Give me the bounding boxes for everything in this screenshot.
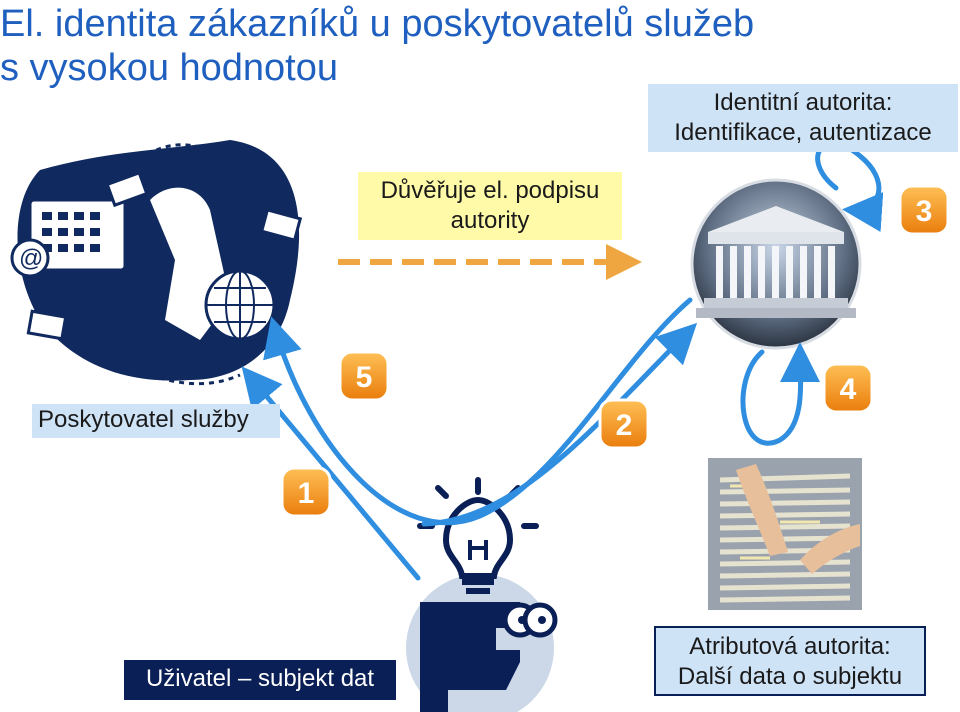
user-label: Uživatel – subjekt dat [124, 660, 396, 700]
flow-arrow-4-loop [740, 342, 821, 446]
file-drawer-icon [708, 458, 862, 610]
identity-authority-label: Identitní autorita: Identifikace, autent… [648, 84, 958, 152]
flow-arrow-5 [263, 297, 693, 526]
identity-authority-line1: Identitní autorita: [713, 89, 893, 116]
attribute-authority-line1: Atributová autorita: [689, 633, 891, 660]
trust-line2: autority [450, 207, 530, 234]
svg-text:3: 3 [916, 195, 933, 228]
merchant-clipart-icon: @ [10, 140, 303, 386]
step-badge-2: 2 [598, 398, 650, 450]
page-title-line1: El. identita zákazníků u poskytovatelů s… [0, 3, 755, 45]
svg-text:@: @ [19, 245, 43, 272]
flow-arrow-3-loop [815, 141, 884, 232]
thinking-person-icon [406, 477, 558, 712]
svg-text:2: 2 [616, 409, 633, 442]
svg-text:5: 5 [356, 361, 373, 394]
trust-label: Důvěřuje el. podpisu autority [358, 172, 622, 240]
svg-text:4: 4 [840, 373, 857, 406]
step-badge-5: 5 [338, 350, 390, 402]
identity-authority-line2: Identifikace, autentizace [674, 119, 932, 146]
step-badge-1: 1 [280, 466, 332, 518]
attribute-authority-label: Atributová autorita: Další data o subjek… [654, 626, 926, 696]
step-badge-3: 3 [898, 184, 950, 236]
service-provider-label: Poskytovatel služby [32, 404, 280, 438]
flow-arrow-2 [421, 322, 698, 527]
svg-text:1: 1 [298, 477, 315, 510]
step-badge-4: 4 [822, 362, 874, 414]
page-title: El. identita zákazníků u poskytovatelů s… [0, 2, 900, 90]
page-title-line2: s vysokou hodnotou [0, 47, 339, 89]
attribute-authority-line2: Další data o subjektu [677, 663, 903, 690]
trust-line1: Důvěřuje el. podpisu [380, 177, 600, 204]
courthouse-icon [690, 178, 862, 350]
